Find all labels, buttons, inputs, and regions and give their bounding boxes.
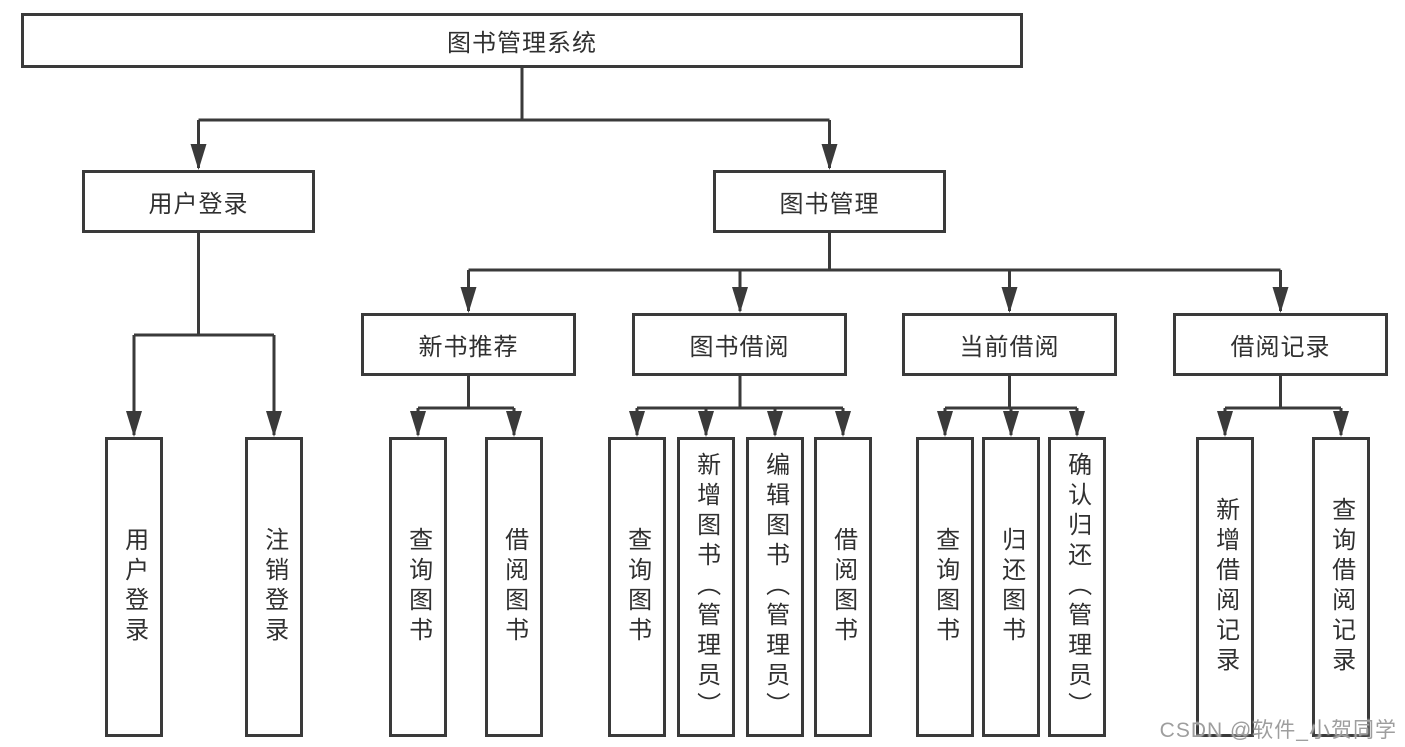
leaf-borrow-books-recommend-label: 借阅图书 [500,527,528,647]
leaf-edit-books-admin-label: 编辑图书（管理员） [761,452,789,722]
leaf-logout-label: 注销登录 [260,527,288,647]
connector-book-borrowing-to-leaves [629,376,851,437]
node-book-management: 图书管理 [713,170,946,233]
connector-line [637,376,843,410]
leaf-borrow-books-recommend: 借阅图书 [485,437,543,737]
leaf-user-login: 用户登录 [105,437,163,737]
node-borrow-records: 借阅记录 [1173,313,1388,376]
connector-line [1225,376,1341,410]
watermark: CSDN @软件_小贺同学 [1159,719,1397,742]
leaf-confirm-return-admin: 确认归还（管理员） [1048,437,1106,737]
node-current-borrowing: 当前借阅 [902,313,1117,376]
node-new-book-recommend: 新书推荐 [361,313,576,376]
connector-user-login-to-leaves [126,233,282,437]
leaf-query-books-borrowing: 查询图书 [608,437,666,737]
leaf-logout: 注销登录 [245,437,303,737]
leaf-edit-books-admin: 编辑图书（管理员） [746,437,804,737]
node-book-borrowing: 图书借阅 [632,313,847,376]
connector-line [418,376,514,410]
connector-line [468,233,1281,272]
leaf-add-borrow-record-label: 新增借阅记录 [1211,497,1239,677]
node-user-login-label: 用户登录 [148,191,249,218]
leaf-query-books-recommend: 查询图书 [389,437,447,737]
leaf-add-books-admin-label: 新增图书（管理员） [692,452,720,722]
connector-line [945,376,1077,410]
leaf-user-login-label: 用户登录 [120,527,148,647]
leaf-return-books: 归还图书 [982,437,1040,737]
node-book-management-label: 图书管理 [779,191,880,218]
node-borrow-records-label: 借阅记录 [1230,334,1331,361]
node-current-borrowing-label: 当前借阅 [959,334,1060,361]
leaf-confirm-return-admin-label: 确认归还（管理员） [1063,452,1091,722]
leaf-query-books-current-label: 查询图书 [931,527,959,647]
leaf-return-books-label: 归还图书 [997,527,1025,647]
node-new-book-recommend-label: 新书推荐 [418,334,519,361]
node-library-system-label: 图书管理系统 [447,30,597,57]
connector-root-to-level2 [190,68,838,170]
leaf-query-books-recommend-label: 查询图书 [404,527,432,647]
node-library-system: 图书管理系统 [21,13,1023,68]
leaf-add-borrow-record: 新增借阅记录 [1196,437,1254,737]
leaf-query-books-borrowing-label: 查询图书 [623,527,651,647]
connector-line [198,68,830,122]
leaf-query-borrow-record-label: 查询借阅记录 [1327,497,1355,677]
leaf-borrow-books-borrowing-label: 借阅图书 [829,527,857,647]
connector-new-book-rec-to-leaves [410,376,522,437]
node-user-login: 用户登录 [82,170,315,233]
connector-current-borrowing-to-leaves [937,376,1085,437]
node-book-borrowing-label: 图书借阅 [689,334,790,361]
connector-book-mgmt-to-level3 [460,233,1289,313]
connector-borrow-records-to-leaves [1217,376,1349,437]
leaf-borrow-books-borrowing: 借阅图书 [814,437,872,737]
leaf-query-books-current: 查询图书 [916,437,974,737]
leaf-query-borrow-record: 查询借阅记录 [1312,437,1370,737]
leaf-add-books-admin: 新增图书（管理员） [677,437,735,737]
connector-line [134,233,274,337]
